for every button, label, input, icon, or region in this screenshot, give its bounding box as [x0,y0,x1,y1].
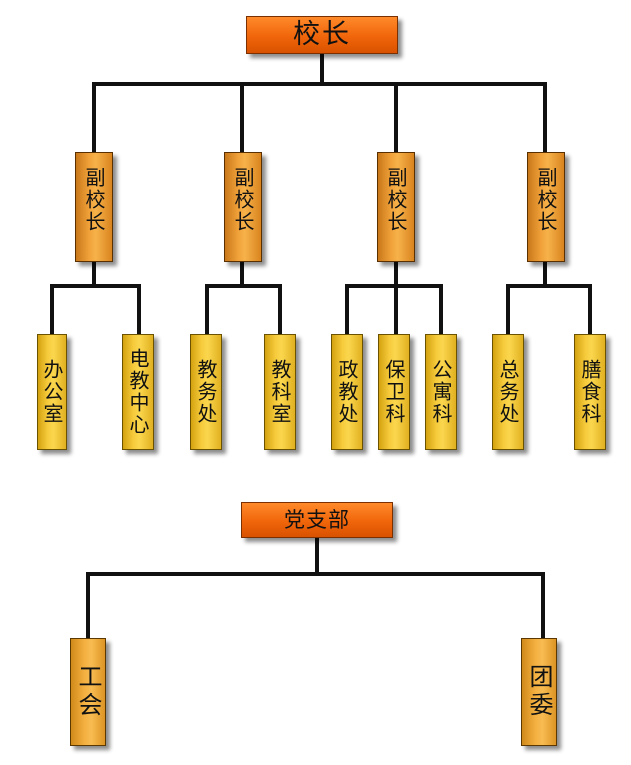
youth-league-box: 团委 [521,638,557,746]
department-label: 教务处 [194,359,218,425]
department-box-security: 保卫科 [378,334,410,450]
vice-principal-label: 副校长 [231,167,255,233]
department-box-dormitory: 公寓科 [425,334,457,450]
union-box: 工会 [70,638,106,746]
vice-principal-box-1: 副校长 [75,152,113,262]
vice-principal-box-2: 副校长 [224,152,262,262]
department-box-general-affairs: 总务处 [492,334,524,450]
department-box-media-center: 电教中心 [122,334,154,450]
department-box-research: 教科室 [264,334,296,450]
principal-box: 校长 [246,16,398,54]
vice-principal-box-4: 副校长 [527,152,565,262]
vice-principal-box-3: 副校长 [377,152,415,262]
department-label: 办公室 [40,359,64,425]
department-label: 保卫科 [382,359,406,425]
department-box-catering: 膳食科 [574,334,606,450]
party-branch-box: 党支部 [241,502,393,538]
department-box-office: 办公室 [37,334,67,450]
department-label: 公寓科 [429,359,453,425]
department-label: 电教中心 [126,348,150,436]
department-label: 政教处 [335,359,359,425]
department-box-political-education: 政教处 [331,334,363,450]
principal-label: 校长 [293,19,351,50]
department-label: 教科室 [268,359,292,425]
department-label: 膳食科 [578,359,602,425]
party-branch-label: 党支部 [284,508,350,532]
vice-principal-label: 副校长 [82,167,106,233]
vice-principal-label: 副校长 [534,167,558,233]
unit-label: 团委 [525,664,553,720]
unit-label: 工会 [74,664,102,720]
department-box-academic-affairs: 教务处 [190,334,222,450]
vice-principal-label: 副校长 [384,167,408,233]
department-label: 总务处 [496,359,520,425]
